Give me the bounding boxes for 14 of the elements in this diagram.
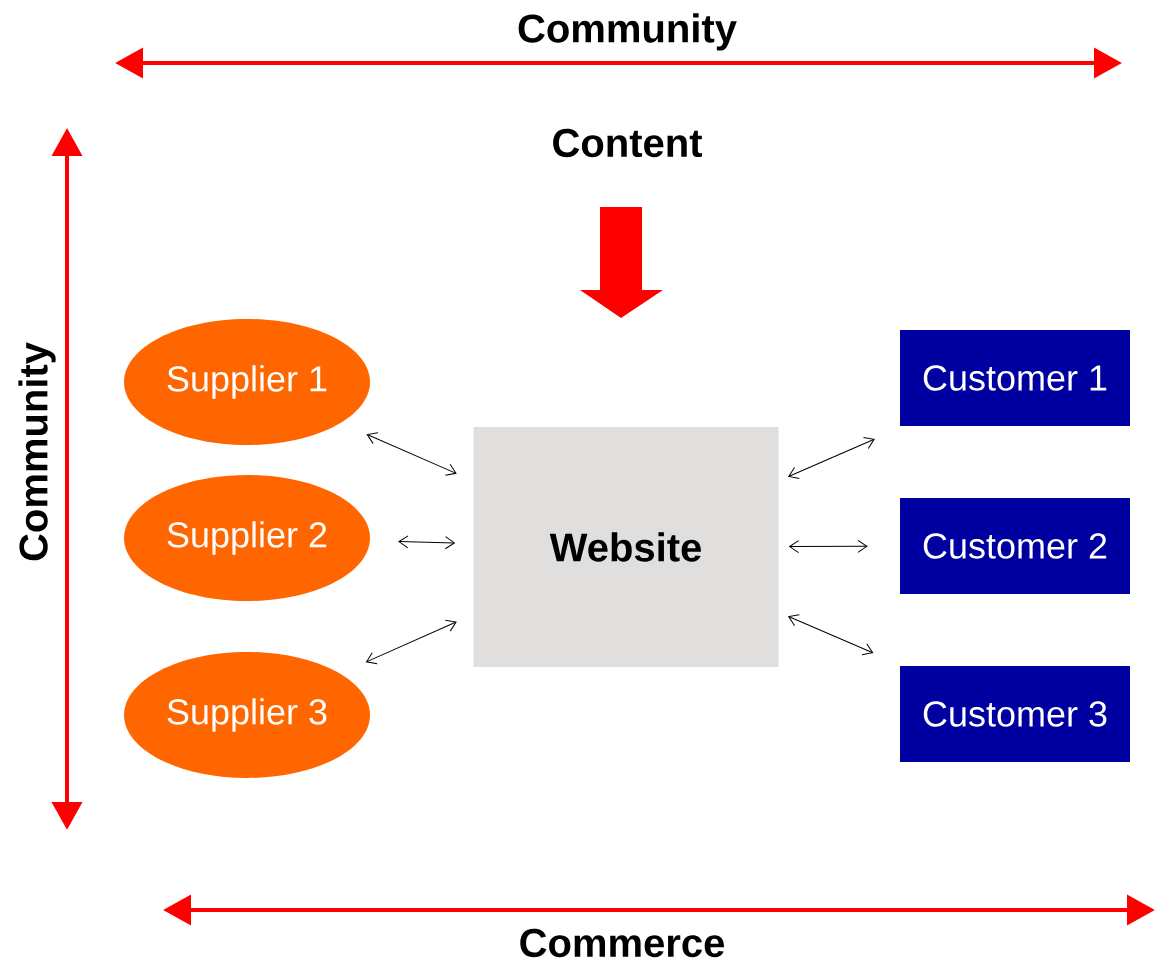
double-arrow [788,614,874,656]
customer-box: Customer 1 [900,330,1130,426]
axis-label: Commerce [520,928,724,958]
double-arrow [789,539,868,554]
double-arrow [398,535,455,550]
axis-label: Content [553,128,703,158]
customer-box: Customer 3 [900,666,1130,762]
customer-box: Customer 2 [900,498,1130,594]
axis-label: Community [518,13,737,51]
double-arrow [788,436,875,479]
double-arrow [366,619,457,665]
axis-label: Community [18,342,56,561]
double-arrow [366,432,457,476]
website-box: Website [473,427,779,667]
